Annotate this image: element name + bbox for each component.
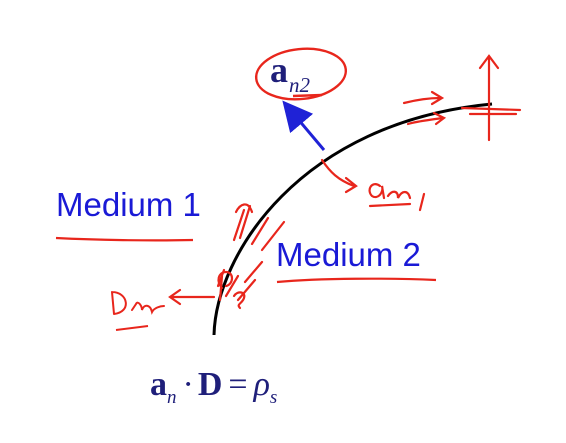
formula-rho: ρ — [253, 366, 270, 403]
medium1-label: Medium 1 — [56, 186, 201, 223]
handwritten-underline-an2 — [292, 93, 323, 98]
boundary-condition-formula: an·D=ρs — [150, 366, 277, 408]
boundary-curve — [212, 102, 493, 336]
medium2-label: Medium 2 — [276, 236, 421, 273]
surface-charge-hatching — [216, 203, 286, 302]
an1-arrow — [320, 158, 358, 194]
underline-medium2 — [276, 277, 437, 284]
tangent-arrow-2 — [406, 111, 447, 126]
dn-arrow — [168, 288, 216, 306]
normal-up-arrow — [478, 54, 500, 142]
vector-subscript: n2 — [289, 73, 310, 97]
formula-a-sub: n — [167, 387, 177, 408]
tangent-arrow — [402, 90, 445, 106]
tangent-cross — [460, 106, 522, 116]
underline-medium1 — [55, 236, 194, 242]
formula-dot: · — [182, 366, 194, 403]
formula-a: a — [150, 366, 167, 403]
formula-rho-sub: s — [269, 387, 278, 408]
vector-base: a — [270, 50, 288, 90]
handwritten-rho-s — [217, 270, 246, 310]
formula-d: D — [197, 366, 223, 403]
handwritten-circle — [254, 47, 348, 101]
handwritten-an1 — [368, 183, 426, 212]
handwritten-dn — [111, 291, 165, 315]
normal-vector-arrow — [282, 100, 326, 151]
normal-vector-label: an2 — [270, 50, 310, 96]
formula-equals: = — [228, 366, 248, 403]
underline-dn — [115, 325, 149, 331]
